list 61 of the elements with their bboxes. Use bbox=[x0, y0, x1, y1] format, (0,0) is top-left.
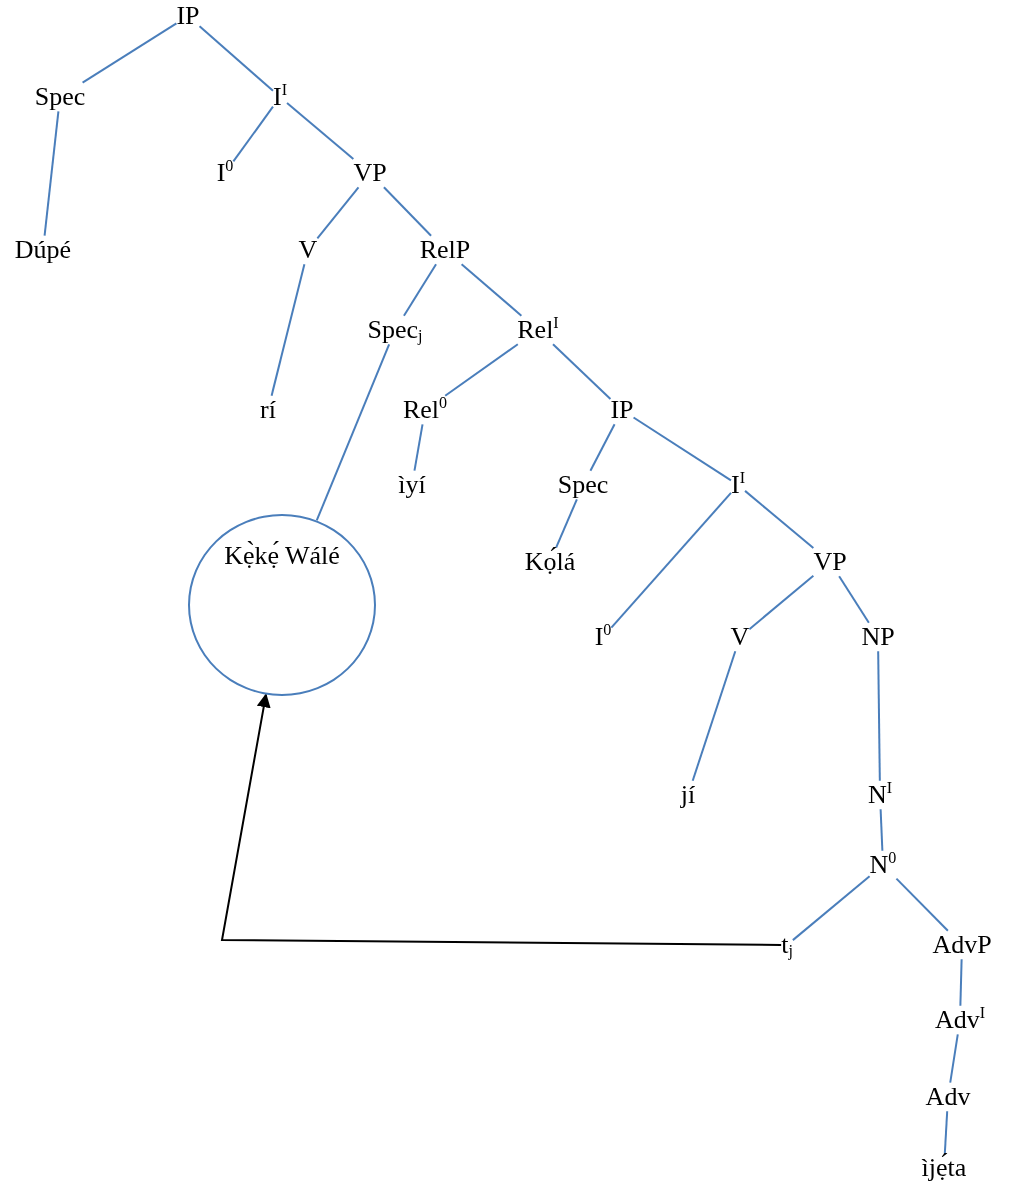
tree-branch-line bbox=[943, 1110, 949, 1155]
tree-branch-line bbox=[316, 186, 360, 240]
node-label: jí bbox=[680, 779, 696, 809]
node-label: Kọ́lá bbox=[524, 546, 576, 576]
node-label: V bbox=[298, 234, 318, 264]
node-label: VP bbox=[813, 546, 847, 576]
tree-branch-line bbox=[877, 650, 881, 782]
tree-branch-line bbox=[879, 808, 884, 852]
node-label: IP bbox=[610, 394, 634, 424]
node-label: Rel$^{I}$ bbox=[517, 314, 559, 344]
node-label: Spec$_{j}$ bbox=[367, 314, 423, 344]
node-label: Dúpé bbox=[14, 234, 72, 264]
tree-branch-line bbox=[444, 343, 519, 397]
node-label: N$^{0}$ bbox=[869, 849, 897, 879]
tree-branch-line bbox=[315, 343, 391, 522]
node-label: Kẹ̀kẹ́ Wálé bbox=[224, 542, 340, 571]
tree-branch-line bbox=[81, 22, 178, 84]
tree-branch-line bbox=[959, 958, 963, 1007]
tree-branch-line bbox=[286, 101, 355, 160]
node-label: I$^{0}$ bbox=[216, 157, 234, 187]
node-label: Spec bbox=[557, 469, 609, 499]
node-label: I$^{0}$ bbox=[594, 621, 612, 651]
tree-branch-line bbox=[270, 263, 306, 397]
tree-branch-line bbox=[791, 875, 871, 942]
tree-branch-line bbox=[413, 423, 424, 472]
tree-branch-line bbox=[691, 650, 737, 782]
tree-branch-line bbox=[232, 105, 274, 163]
tree-branch-line bbox=[949, 1033, 959, 1084]
tree-branch-line bbox=[552, 343, 612, 400]
node-label: Rel$^{0}$ bbox=[402, 394, 448, 424]
node-label: ìyí bbox=[398, 469, 426, 499]
node-label: NP bbox=[861, 621, 895, 651]
tree-branch-line bbox=[555, 498, 578, 549]
node-label: N$^{I}$ bbox=[867, 779, 893, 809]
node-label: rí bbox=[260, 394, 276, 424]
tree-branch-line bbox=[43, 110, 60, 237]
tree-branch-line bbox=[589, 423, 616, 472]
node-label: I$^{I}$ bbox=[273, 81, 287, 111]
tree-branch-line bbox=[402, 263, 438, 317]
tree-branch-line bbox=[382, 186, 433, 237]
node-label: RelP bbox=[419, 234, 471, 264]
node-label: V bbox=[730, 621, 750, 651]
tree-branch-line bbox=[632, 416, 732, 482]
tree-branch-line bbox=[748, 574, 815, 631]
node-label: IP bbox=[176, 0, 200, 30]
node-label: AdvP bbox=[932, 929, 992, 959]
node-label: Adv bbox=[925, 1081, 971, 1111]
node-label: t$_{j}$ bbox=[781, 929, 793, 959]
tree-branch-line bbox=[460, 263, 523, 317]
node-label: ìjẹ́ta bbox=[921, 1152, 967, 1182]
tree-branch-line bbox=[895, 877, 949, 932]
node-label: Spec bbox=[34, 81, 86, 111]
node-label: Adv$^{I}$ bbox=[934, 1004, 986, 1034]
movement-arrow bbox=[220, 693, 783, 946]
tree-branch-line bbox=[610, 491, 732, 629]
tree-branch-line bbox=[838, 575, 870, 624]
tree-branch-line bbox=[198, 25, 274, 92]
node-label: VP bbox=[353, 157, 387, 187]
ellipse-node bbox=[188, 514, 376, 696]
node-label: I$^{I}$ bbox=[731, 469, 745, 499]
tree-branch-line bbox=[744, 489, 815, 550]
